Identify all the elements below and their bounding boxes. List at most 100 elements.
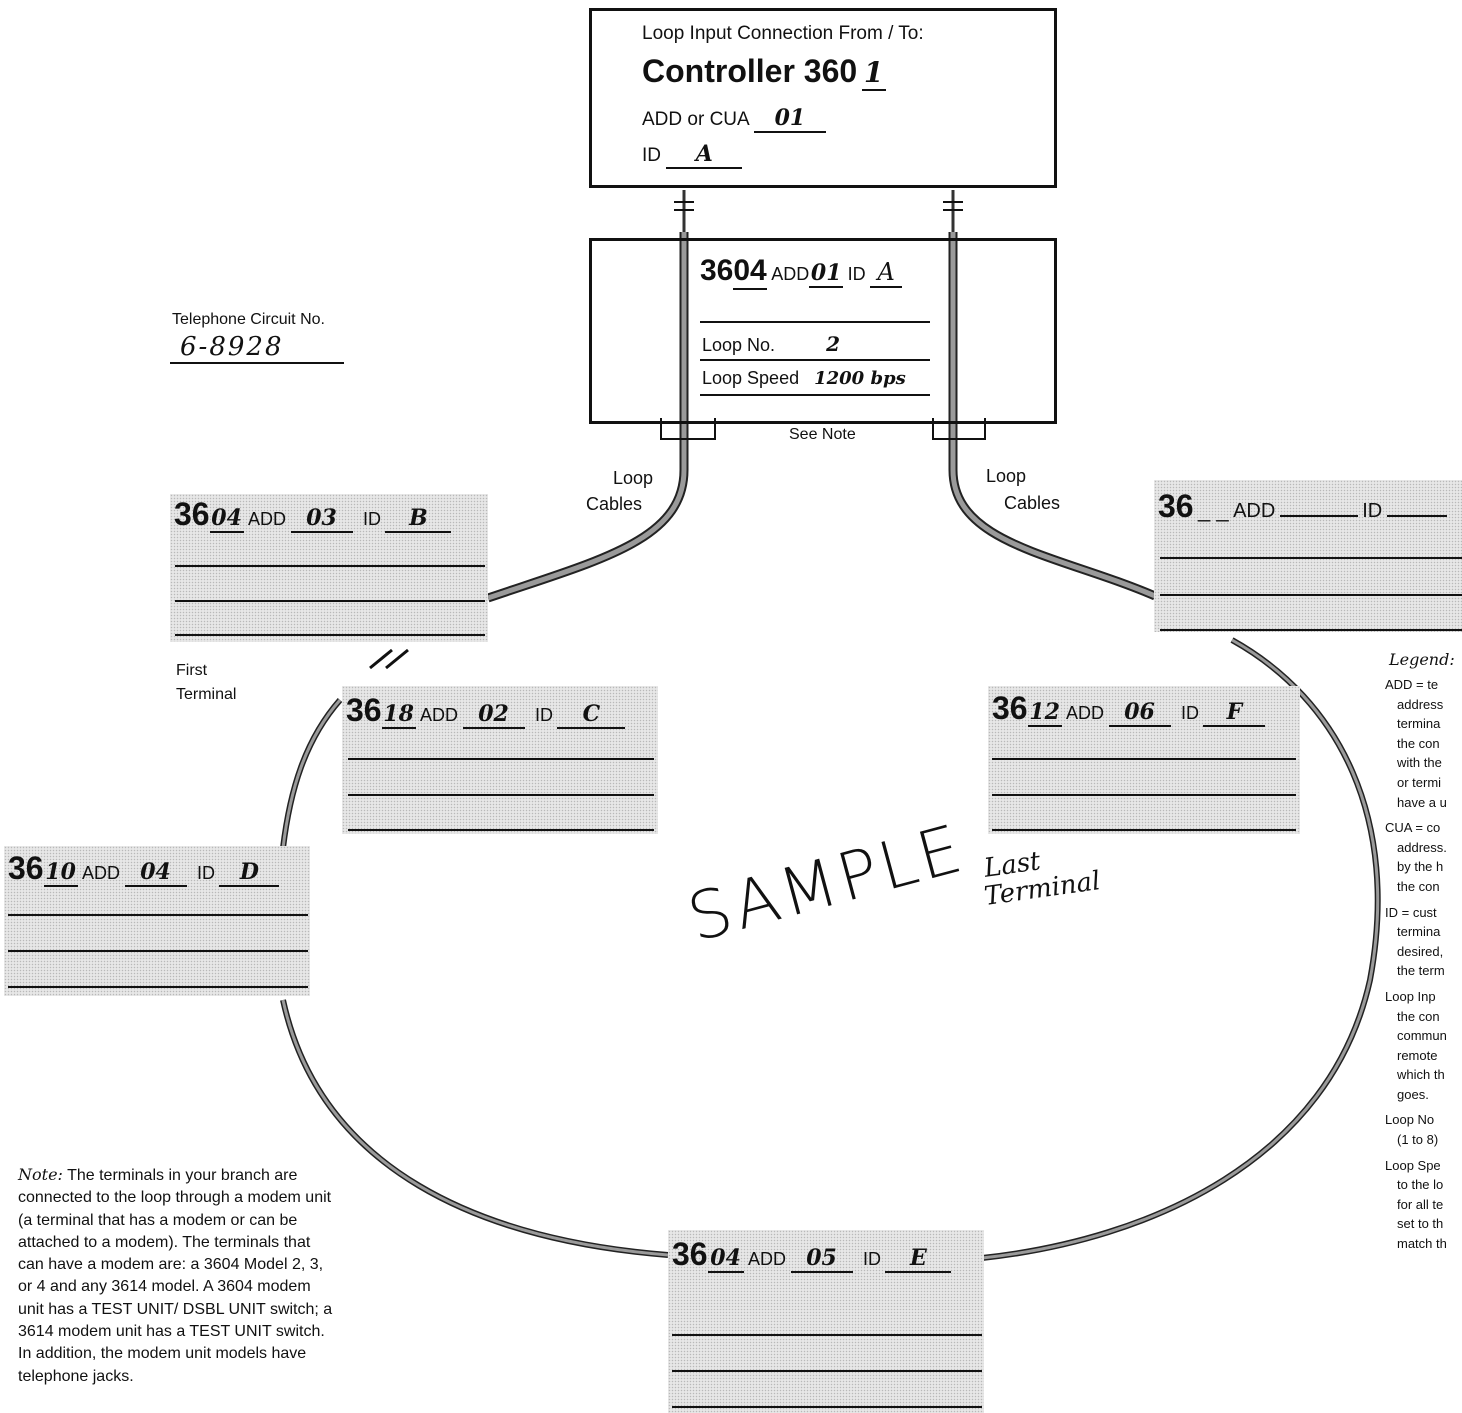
legend-line: for all te: [1397, 1196, 1444, 1212]
station-rule-3: [700, 394, 930, 396]
terminal-d-title: 3610 ADD 04 ID D: [8, 850, 280, 887]
terminal-f-model: 12: [1027, 699, 1062, 727]
terminal-card-e: [668, 1230, 984, 1413]
connector-left: [674, 201, 694, 211]
controller-label-row: Controller 360 1: [642, 53, 886, 91]
legend-line: the con: [1397, 735, 1440, 751]
controller-id-row: ID A: [642, 141, 743, 169]
terminal-f-id: F: [1203, 699, 1266, 727]
loop-circle-bottom: [280, 999, 669, 1258]
terminal-blank-prefix: 36: [1158, 488, 1194, 524]
station-rule-1: [700, 321, 930, 323]
controller-add-label: ADD or CUA: [642, 109, 749, 130]
station-add-label: ADD: [771, 264, 810, 284]
first-terminal-2: Terminal: [176, 686, 237, 703]
legend-line: termina: [1397, 716, 1441, 732]
terminal-e-add-label: ADD: [748, 1249, 787, 1269]
legend-line: with the: [1397, 755, 1442, 771]
legend-line: ID = cust: [1385, 904, 1437, 920]
controller-box: Loop Input Connection From / To: Control…: [589, 8, 1057, 188]
loop-station-title: 3604 ADD01 ID A: [700, 254, 903, 290]
note: Note: The terminals in your branch are c…: [18, 1164, 336, 1388]
station-loop-speed-row: Loop Speed 1200 bps: [702, 368, 906, 389]
terminal-e-add: 05: [790, 1245, 853, 1273]
terminal-b-rule-1: [175, 565, 485, 567]
terminal-b-add-label: ADD: [248, 509, 287, 529]
station-add-value: 01: [809, 260, 844, 288]
station-model: 04: [733, 254, 767, 290]
terminal-f-rule-3: [992, 829, 1296, 831]
terminal-card-blank: [1154, 480, 1462, 632]
terminal-f-id-label: ID: [1180, 703, 1199, 723]
terminal-e-id-label: ID: [862, 1249, 881, 1269]
station-id-value: A: [870, 258, 903, 288]
terminal-f-rule-2: [992, 794, 1296, 796]
first-terminal-1: First: [176, 662, 208, 679]
legend-line: Loop Spe: [1385, 1157, 1441, 1173]
terminal-card-c: [342, 686, 658, 834]
terminal-d-rule-2: [8, 950, 308, 952]
legend-line: address.: [1397, 839, 1447, 855]
terminal-c-add-label: ADD: [420, 705, 459, 725]
terminal-blank-add: [1279, 493, 1358, 517]
legend-line: Loop No: [1385, 1112, 1435, 1128]
terminal-b-model: 04: [209, 505, 244, 533]
terminal-blank-title: 36 _ _ ADD ID: [1158, 488, 1447, 525]
note-label: Note:: [18, 1165, 63, 1184]
legend-line: ADD = te: [1385, 677, 1439, 692]
terminal-f-prefix: 36: [992, 690, 1028, 726]
legend-line: Loop Inp: [1385, 988, 1436, 1004]
terminal-card-d: [4, 846, 310, 996]
terminal-e-rule-2: [672, 1370, 982, 1372]
note-text: The terminals in your branch are connect…: [18, 1167, 333, 1385]
station-stub-right: [932, 418, 986, 440]
controller-id-label: ID: [642, 145, 661, 166]
terminal-f-title: 3612 ADD 06 ID F: [992, 690, 1266, 727]
loop-speed-label: Loop Speed: [702, 368, 800, 388]
legend-line: match th: [1397, 1236, 1447, 1252]
legend-line: the term: [1397, 963, 1445, 979]
legend-line: to the lo: [1397, 1177, 1444, 1193]
terminal-d-add: 04: [124, 859, 187, 887]
legend-line: address: [1397, 696, 1444, 712]
station-rule-2: [700, 359, 930, 361]
terminal-blank-rule-1: [1160, 557, 1462, 559]
terminal-b-prefix: 36: [174, 496, 210, 532]
see-note: See Note: [789, 426, 856, 443]
terminal-b-add: 03: [290, 505, 353, 533]
terminal-card-f: [988, 686, 1300, 834]
legend: Legend: ADD = te address termina the con…: [1385, 650, 1462, 1254]
legend-line: CUA = co: [1385, 820, 1441, 836]
terminal-e-rule-1: [672, 1334, 982, 1336]
terminal-f-rule-1: [992, 758, 1296, 760]
loop-no-label: Loop No.: [702, 335, 776, 355]
legend-line: commun: [1397, 1028, 1447, 1044]
break-mark: [369, 648, 409, 670]
terminal-b-title: 3604 ADD 03 ID B: [174, 496, 452, 533]
terminal-c-rule-2: [348, 794, 654, 796]
legend-line: desired,: [1397, 943, 1444, 959]
loop-circle-inner: [981, 638, 1380, 1260]
loop-cables-right-1: Loop: [986, 466, 1027, 486]
terminal-b-id-label: ID: [362, 509, 381, 529]
controller-id-value: A: [666, 141, 743, 169]
terminal-card-b: [170, 494, 488, 642]
loop-circle-left: [280, 698, 343, 849]
telephone-label: Telephone Circuit No.: [172, 311, 325, 328]
terminal-c-model: 18: [381, 701, 416, 729]
terminal-c-rule-1: [348, 758, 654, 760]
loop-cable-left-inner: [487, 232, 687, 601]
controller-add-row: ADD or CUA 01: [642, 105, 826, 133]
terminal-blank-model-slot: _ _: [1198, 497, 1229, 522]
controller-add-value: 01: [753, 105, 826, 133]
terminal-d-model: 10: [43, 859, 78, 887]
station-loop-no-row: Loop No. 2: [702, 332, 840, 356]
loop-cables-left-2: Cables: [586, 494, 643, 514]
legend-line: which th: [1397, 1067, 1445, 1083]
legend-line: by the h: [1397, 859, 1444, 875]
terminal-c-add: 02: [462, 701, 525, 729]
loop-cables-right-2: Cables: [1004, 493, 1061, 513]
terminal-c-title: 3618 ADD 02 ID C: [346, 692, 626, 729]
